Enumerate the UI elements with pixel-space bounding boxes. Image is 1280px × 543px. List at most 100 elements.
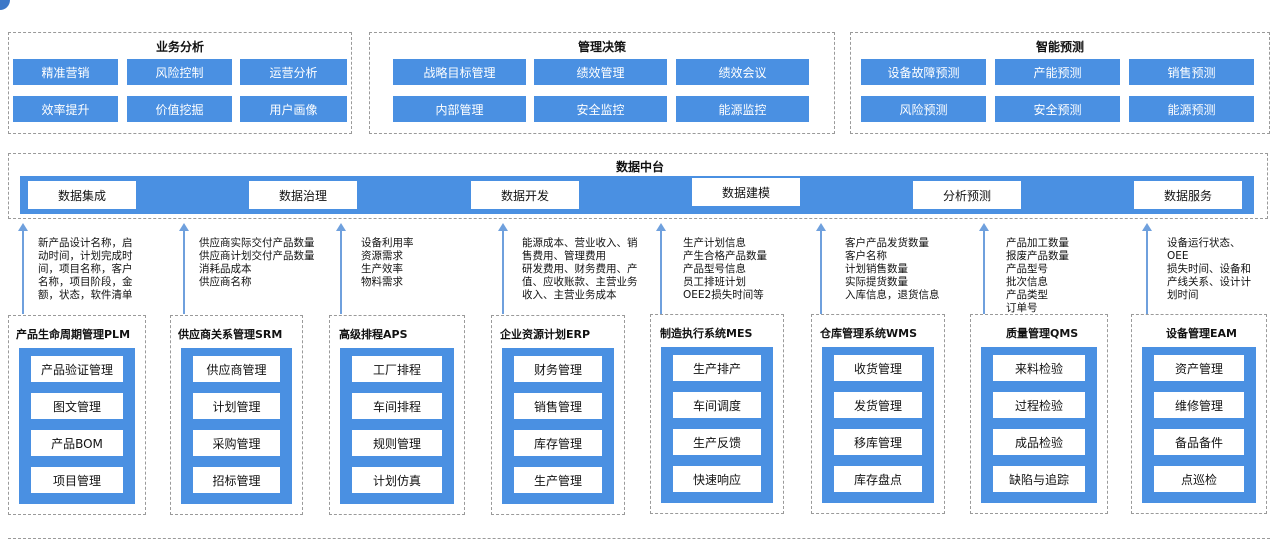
tile-value-mining[interactable]: 价值挖掘 — [127, 96, 232, 122]
module-item[interactable]: 采购管理 — [193, 430, 280, 456]
flow-info-qms: 产品加工数量报废产品数量产品型号批次信息产品类型订单号 — [1006, 237, 1069, 314]
tile-sales-prediction[interactable]: 销售预测 — [1129, 59, 1254, 85]
arrow-up-qms — [979, 223, 989, 314]
module-item[interactable]: 图文管理 — [31, 393, 123, 419]
group-management-decision: 管理决策 战略目标管理 绩效管理 绩效会议 内部管理 安全监控 能源监控 — [369, 32, 835, 134]
module-item[interactable]: 规则管理 — [352, 430, 442, 456]
arrow-up-wms — [816, 223, 826, 314]
platform-data-modeling[interactable]: 数据建模 — [692, 178, 800, 206]
platform-data-integration[interactable]: 数据集成 — [28, 181, 136, 209]
flow-info-aps: 设备利用率资源需求生产效率物料需求 — [361, 237, 414, 288]
module-item[interactable]: 财务管理 — [514, 356, 602, 382]
system-modules: 生产排产 车间调度 生产反馈 快速响应 — [661, 347, 773, 503]
system-title: 质量管理QMS — [1006, 327, 1079, 340]
module-item[interactable]: 维修管理 — [1154, 392, 1244, 418]
system-title: 产品生命周期管理PLM — [16, 328, 131, 341]
system-modules: 收货管理 发货管理 移库管理 库存盘点 — [822, 347, 934, 503]
module-item[interactable]: 生产反馈 — [673, 429, 761, 455]
group-intelligent-prediction: 智能预测 设备故障预测 产能预测 销售预测 风险预测 安全预测 能源预测 — [850, 32, 1270, 134]
module-item[interactable]: 车间排程 — [352, 393, 442, 419]
module-item[interactable]: 招标管理 — [193, 467, 280, 493]
system-aps: 高级排程APS 工厂排程 车间排程 规则管理 计划仿真 — [329, 315, 465, 515]
module-item[interactable]: 供应商管理 — [193, 356, 280, 382]
tile-capacity-prediction[interactable]: 产能预测 — [995, 59, 1120, 85]
platform-data-governance[interactable]: 数据治理 — [249, 181, 357, 209]
module-item[interactable]: 过程检验 — [993, 392, 1085, 418]
arrow-up-erp — [498, 223, 508, 314]
system-modules: 工厂排程 车间排程 规则管理 计划仿真 — [340, 348, 454, 504]
bottom-dashed-line — [8, 538, 1270, 539]
tile-operations-analysis[interactable]: 运营分析 — [240, 59, 347, 85]
tile-efficiency[interactable]: 效率提升 — [13, 96, 118, 122]
module-item[interactable]: 计划管理 — [193, 393, 280, 419]
module-item[interactable]: 项目管理 — [31, 467, 123, 493]
flow-info-wms: 客户产品发货数量客户名称计划销售数量实际提货数量入库信息，退货信息 — [845, 237, 940, 301]
system-modules: 资产管理 维修管理 备品备件 点巡检 — [1142, 347, 1256, 503]
group-title: 管理决策 — [577, 40, 626, 54]
group-title: 智能预测 — [1035, 40, 1084, 54]
system-plm: 产品生命周期管理PLM 产品验证管理 图文管理 产品BOM 项目管理 — [8, 315, 146, 515]
system-eam: 设备管理EAM 资产管理 维修管理 备品备件 点巡检 — [1131, 314, 1267, 514]
system-modules: 来料检验 过程检验 成品检验 缺陷与追踪 — [981, 347, 1097, 503]
module-item[interactable]: 产品验证管理 — [31, 356, 123, 382]
flow-info-plm: 新产品设计名称，启动时间，计划完成时间，项目名称，客户名称，项目阶段，金额，状态… — [38, 237, 133, 301]
module-item[interactable]: 缺陷与追踪 — [993, 466, 1085, 492]
module-item[interactable]: 资产管理 — [1154, 355, 1244, 381]
module-item[interactable]: 成品检验 — [993, 429, 1085, 455]
platform-data-development[interactable]: 数据开发 — [471, 181, 579, 209]
module-item[interactable]: 发货管理 — [834, 392, 922, 418]
module-item[interactable]: 库存盘点 — [834, 466, 922, 492]
data-platform — [8, 153, 1268, 219]
group-business-analysis: 业务分析 精准营销 风险控制 运营分析 效率提升 价值挖掘 用户画像 — [8, 32, 352, 134]
module-item[interactable]: 销售管理 — [514, 393, 602, 419]
arrow-up-plm — [18, 223, 28, 314]
flow-info-srm: 供应商实际交付产品数量供应商计划交付产品数量消耗品成本供应商名称 — [199, 237, 315, 288]
module-item[interactable]: 生产排产 — [673, 355, 761, 381]
module-item[interactable]: 计划仿真 — [352, 467, 442, 493]
module-item[interactable]: 来料检验 — [993, 355, 1085, 381]
module-item[interactable]: 产品BOM — [31, 430, 123, 456]
data-platform-title: 数据中台 — [615, 160, 664, 174]
tile-strategy-goals[interactable]: 战略目标管理 — [393, 59, 526, 85]
system-title: 制造执行系统MES — [660, 327, 753, 340]
tile-safety-prediction[interactable]: 安全预测 — [995, 96, 1120, 122]
tile-energy-monitoring[interactable]: 能源监控 — [676, 96, 809, 122]
tile-precision-marketing[interactable]: 精准营销 — [13, 59, 118, 85]
platform-data-service[interactable]: 数据服务 — [1134, 181, 1242, 209]
tile-equipment-failure-prediction[interactable]: 设备故障预测 — [861, 59, 986, 85]
system-title: 供应商关系管理SRM — [178, 328, 283, 341]
data-platform-bar: 数据集成 数据治理 数据开发 数据建模 分析预测 数据服务 — [20, 176, 1254, 214]
module-item[interactable]: 移库管理 — [834, 429, 922, 455]
tile-risk-prediction[interactable]: 风险预测 — [861, 96, 986, 122]
tile-performance-mgmt[interactable]: 绩效管理 — [534, 59, 667, 85]
module-item[interactable]: 工厂排程 — [352, 356, 442, 382]
system-wms: 仓库管理系统WMS 收货管理 发货管理 移库管理 库存盘点 — [811, 314, 945, 514]
system-qms: 质量管理QMS 来料检验 过程检验 成品检验 缺陷与追踪 — [970, 314, 1108, 514]
module-item[interactable]: 点巡检 — [1154, 466, 1244, 492]
system-title: 高级排程APS — [339, 328, 408, 341]
system-title: 企业资源计划ERP — [500, 328, 591, 341]
module-item[interactable]: 库存管理 — [514, 430, 602, 456]
tile-energy-prediction[interactable]: 能源预测 — [1129, 96, 1254, 122]
tile-risk-control[interactable]: 风险控制 — [127, 59, 232, 85]
module-item[interactable]: 收货管理 — [834, 355, 922, 381]
tile-user-profile[interactable]: 用户画像 — [240, 96, 347, 122]
arrow-up-eam — [1142, 223, 1152, 314]
tile-internal-mgmt[interactable]: 内部管理 — [393, 96, 526, 122]
tile-safety-monitoring[interactable]: 安全监控 — [534, 96, 667, 122]
module-item[interactable]: 备品备件 — [1154, 429, 1244, 455]
arrow-up-srm — [179, 223, 189, 314]
module-item[interactable]: 快速响应 — [673, 466, 761, 492]
system-title: 设备管理EAM — [1166, 327, 1237, 340]
system-modules: 产品验证管理 图文管理 产品BOM 项目管理 — [19, 348, 135, 504]
platform-analysis-prediction[interactable]: 分析预测 — [913, 181, 1021, 209]
flow-info-erp: 能源成本、营业收入、销售费用、管理费用研发费用、财务费用、产值、应收账款、主营业… — [522, 237, 638, 301]
corner-decoration — [0, 0, 10, 10]
module-item[interactable]: 生产管理 — [514, 467, 602, 493]
system-modules: 供应商管理 计划管理 采购管理 招标管理 — [181, 348, 292, 504]
module-item[interactable]: 车间调度 — [673, 392, 761, 418]
system-srm: 供应商关系管理SRM 供应商管理 计划管理 采购管理 招标管理 — [170, 315, 303, 515]
tile-performance-meeting[interactable]: 绩效会议 — [676, 59, 809, 85]
